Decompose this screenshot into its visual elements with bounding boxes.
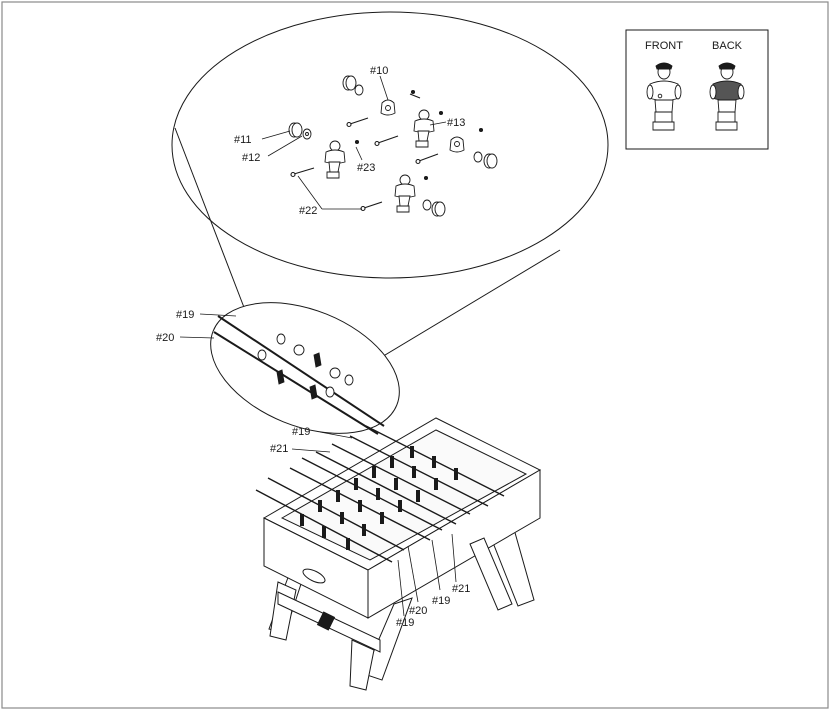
mini-player-top [413, 109, 435, 148]
player-front-figure [646, 62, 682, 131]
callout-19-table-top: #19 [292, 426, 310, 438]
callout-20-rod: #20 [156, 332, 174, 344]
callout-10: #10 [370, 65, 388, 77]
brace-plate [316, 611, 336, 631]
bumper-top [342, 75, 364, 96]
leader-lines-table [291, 431, 457, 617]
washer-12 [302, 128, 312, 140]
zoom-guide-left [174, 127, 246, 311]
bumper-11 [288, 122, 303, 138]
detail-callout-large [171, 11, 609, 359]
callout-19-table-mid: #19 [432, 595, 450, 607]
leg-front-left [269, 581, 297, 641]
callout-21-table-right: #21 [452, 583, 470, 595]
callouts-detail: #10 #11 #12 #13 #23 #22 [234, 65, 465, 217]
callout-21-table-top: #21 [270, 443, 288, 455]
callout-19-rod: #19 [176, 309, 194, 321]
bearing-right [449, 136, 465, 153]
mini-player-bottom [394, 174, 416, 213]
callouts-table: #19 #21 #21 #19 #20 #19 [270, 426, 470, 629]
callout-20-table: #20 [409, 605, 427, 617]
callout-11: #11 [234, 134, 252, 146]
leg-mid [469, 537, 513, 611]
callout-23: #23 [357, 162, 375, 174]
legend-back-label: BACK [712, 40, 743, 52]
callout-22: #22 [299, 205, 317, 217]
zoom-guide-right [379, 249, 561, 359]
bumper-right-upper [473, 151, 498, 169]
detail-callout-rods [210, 302, 400, 435]
leader-lines-rods [179, 313, 237, 339]
bumper-right-lower [422, 199, 446, 217]
exploded-parts [288, 75, 498, 217]
screws [290, 93, 439, 212]
table-rods [255, 425, 505, 563]
callout-19-table-low: #19 [396, 617, 414, 629]
player-back-figure [709, 62, 745, 131]
ball-slot [302, 568, 326, 584]
leg-right-front [349, 639, 375, 691]
detail-ellipse-large [171, 11, 609, 279]
callout-12: #12 [242, 152, 260, 164]
table-players [300, 446, 458, 550]
foosball-table [262, 417, 542, 691]
table-inner-well [280, 429, 528, 561]
legend-box: FRONT BACK [625, 29, 769, 150]
rod-players [257, 333, 354, 400]
callout-13: #13 [447, 117, 465, 129]
leader-lines-detail [261, 75, 447, 210]
bearing-10 [380, 99, 396, 116]
small-pins [354, 89, 484, 181]
legend-front-label: FRONT [645, 40, 683, 52]
mini-player-left [324, 140, 346, 179]
